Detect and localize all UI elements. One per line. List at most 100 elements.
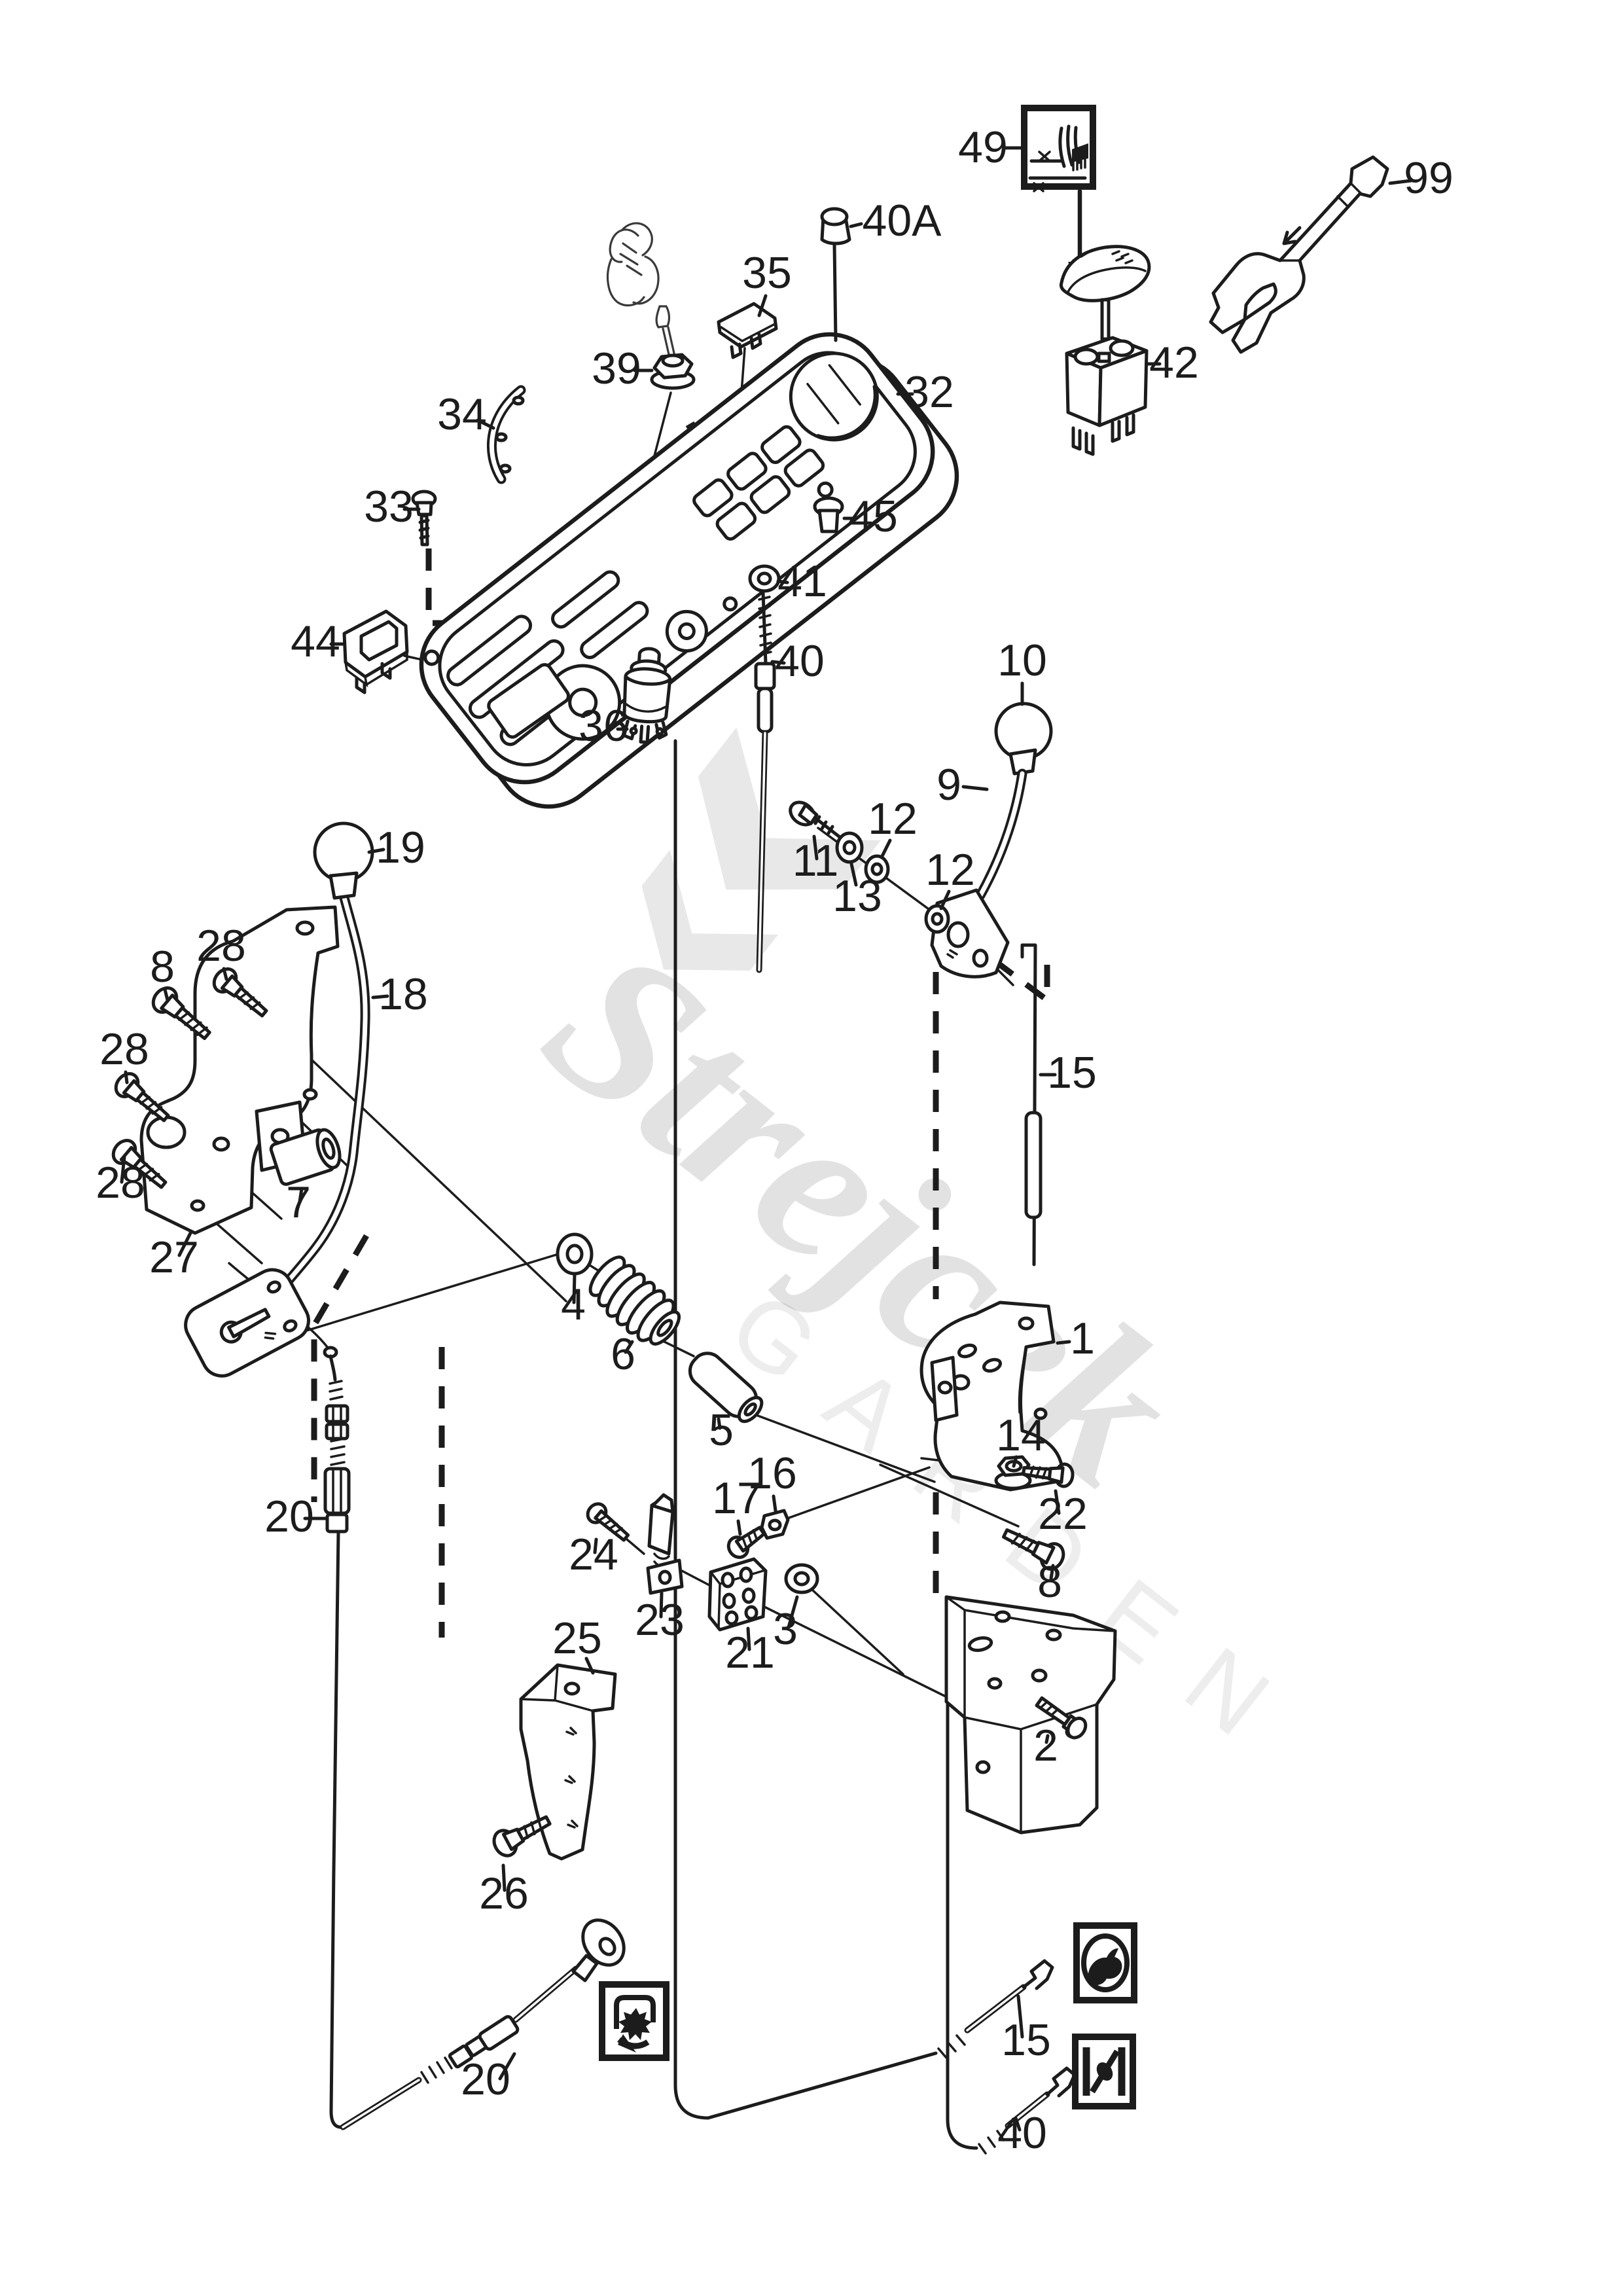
label-p6: 6 xyxy=(611,1329,635,1379)
label-p4: 4 xyxy=(561,1280,586,1329)
leader-p2 xyxy=(1044,1734,1050,1744)
leader-p17 xyxy=(736,1519,742,1536)
bolt-28-a xyxy=(212,967,268,1018)
label-p8L: 8 xyxy=(150,942,175,992)
label-p23: 23 xyxy=(635,1595,685,1645)
label-p32: 32 xyxy=(904,367,954,417)
label-p21: 21 xyxy=(725,1628,775,1677)
plate-21 xyxy=(707,1557,768,1632)
leader-p8R xyxy=(1049,1564,1055,1581)
label-p12b: 12 xyxy=(925,845,975,895)
cable-40-upper xyxy=(754,590,776,973)
rocker-switch-cap xyxy=(1059,245,1151,341)
mow-height-icon xyxy=(1021,105,1096,192)
label-p99: 99 xyxy=(1404,153,1454,203)
spring-6 xyxy=(588,1255,681,1346)
lever-9 xyxy=(930,702,1053,978)
console-panel xyxy=(419,332,959,809)
gear-lever-18 xyxy=(184,821,374,1378)
label-p28c: 28 xyxy=(96,1158,145,1208)
removal-tool xyxy=(1209,155,1389,354)
leader-p12a xyxy=(880,838,892,859)
label-p10: 10 xyxy=(997,636,1047,685)
bracket-1 xyxy=(919,1300,1065,1492)
leader-p5 xyxy=(717,1417,722,1430)
label-p41: 41 xyxy=(777,556,827,606)
leader-p28a xyxy=(222,967,228,981)
washer-4 xyxy=(556,1232,594,1276)
label-p28b: 28 xyxy=(99,1024,149,1074)
leader-p28b xyxy=(124,1070,129,1085)
label-p18: 18 xyxy=(378,969,428,1019)
leader-p99 xyxy=(1388,179,1413,185)
leader-p22 xyxy=(1054,1489,1061,1515)
leader-p1 xyxy=(1056,1340,1071,1345)
leader-p25 xyxy=(584,1657,595,1675)
bushing-7 xyxy=(269,1128,342,1186)
leader-p8L xyxy=(163,988,169,1002)
label-p2: 2 xyxy=(1033,1721,1058,1770)
washer-13 xyxy=(835,831,864,864)
button-45 xyxy=(813,496,844,533)
leader-p14 xyxy=(1012,1455,1018,1468)
washer-41 xyxy=(748,564,781,593)
washer-12b xyxy=(924,904,950,934)
screw-24 xyxy=(586,1502,630,1542)
label-p7: 7 xyxy=(286,1177,311,1227)
latch-23 xyxy=(646,1493,684,1595)
label-p40u: 40 xyxy=(775,636,825,686)
bolt-8-left xyxy=(151,986,211,1041)
ignition-key-sketch xyxy=(606,222,676,359)
lower-bracket xyxy=(944,1595,1117,1835)
label-p40b: 40 xyxy=(997,2108,1047,2158)
bolt-28-b xyxy=(114,1072,170,1122)
sleeve-5 xyxy=(688,1352,764,1424)
blade-engage-icon xyxy=(599,1981,669,2061)
leader-p9 xyxy=(961,785,989,791)
label-p11: 11 xyxy=(793,836,839,886)
bolt-8-right xyxy=(1001,1528,1065,1571)
label-p17: 17 xyxy=(712,1473,762,1523)
leader-p24 xyxy=(593,1537,598,1554)
cable-20 xyxy=(323,1346,626,2130)
leader-p4 xyxy=(572,1272,577,1304)
leader-p18 xyxy=(371,994,389,999)
bolt-28-c xyxy=(111,1139,168,1189)
label-p24: 24 xyxy=(569,1530,618,1579)
choke-knob-40A xyxy=(820,207,851,342)
label-p25: 25 xyxy=(552,1613,602,1663)
choke-icon xyxy=(1072,2034,1136,2109)
blanking-plug xyxy=(717,302,778,359)
bracket-25 xyxy=(519,1663,617,1861)
leader-p40u xyxy=(770,660,786,665)
leader-p35 xyxy=(757,294,768,317)
bolt-33 xyxy=(411,490,437,547)
leader-p34 xyxy=(476,418,495,430)
label-p5: 5 xyxy=(709,1405,734,1455)
leader-p21 xyxy=(746,1626,751,1651)
leader-p40b xyxy=(1014,2116,1022,2132)
console-trim xyxy=(486,385,526,484)
rocker-switch-body xyxy=(1065,336,1149,456)
rod-15-bottom xyxy=(937,1959,1054,2059)
label-p12a: 12 xyxy=(868,794,918,844)
rod-15 xyxy=(1020,943,1043,1266)
leader-p12b xyxy=(939,889,951,910)
leader-p20b xyxy=(498,2052,516,2081)
knob-19 xyxy=(313,821,374,883)
leader-p40A xyxy=(849,222,863,228)
label-p13: 13 xyxy=(832,871,882,921)
label-p19: 19 xyxy=(376,823,425,872)
label-p9: 9 xyxy=(936,760,961,810)
hour-counter-44 xyxy=(342,609,409,694)
label-p45: 45 xyxy=(848,492,898,541)
label-p33: 33 xyxy=(364,482,414,531)
label-p15m: 15 xyxy=(1047,1048,1097,1098)
leader-p11 xyxy=(812,834,819,861)
bolt-26 xyxy=(492,1815,552,1857)
ignition-switch-36 xyxy=(622,647,672,744)
cable-routing-outlines xyxy=(673,739,978,2150)
leader-p27 xyxy=(177,1230,193,1257)
